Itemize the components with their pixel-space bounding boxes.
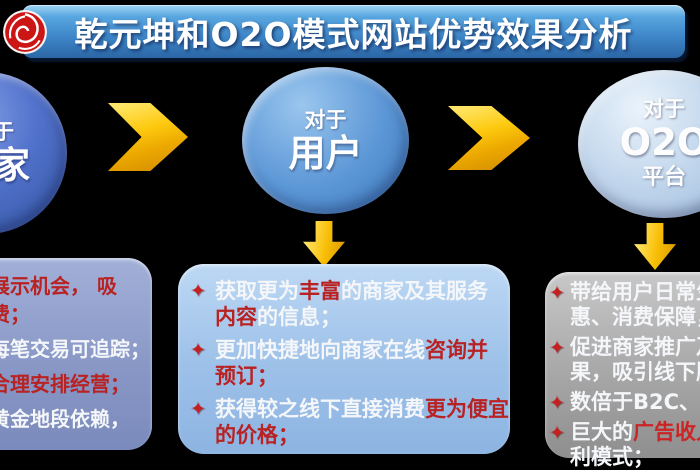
text-segment: 展示机会， 吸 (0, 274, 117, 298)
text-segment: 费； (0, 302, 30, 326)
bullet-text: 获取更为丰富的商家及其服务内容的信息； (215, 278, 488, 330)
box-line: 带给用户日常生 (570, 280, 700, 305)
circle-platform-label-main: O2O (619, 121, 700, 164)
box-line: 每笔交易可追踪； (0, 335, 150, 363)
box-line: 果，吸引线下服 (570, 360, 700, 385)
text-segment: 巨大的 (570, 420, 633, 444)
chevron-right-icon (108, 103, 188, 171)
box-line: 的价格； (215, 422, 509, 448)
bullet-text: 带给用户日常生惠、消费保障， (570, 280, 700, 330)
merchant-box-lines: 展示机会， 吸费； 每笔交易可追踪； 合理安排经营； 黄金地段依赖， (0, 272, 150, 433)
company-logo-icon (2, 9, 48, 55)
arrow-down-icon (303, 221, 345, 267)
box-line: 预订； (215, 363, 488, 389)
box-line: 惠、消费保障， (570, 305, 700, 330)
text-segment: 利模式； (570, 445, 654, 469)
text-segment: 更为便宜 (425, 397, 509, 421)
circle-merchant-label-main: 商家 (0, 144, 30, 187)
text-segment: 的商家及其服务 (341, 279, 488, 303)
box-line: 促进商家推广及 (570, 335, 700, 360)
star-bullet-icon: ✦ (549, 282, 565, 304)
bullet-item: ✦巨大的广告收入利模式； (549, 420, 700, 470)
circle-merchant-label-top: 对于 (0, 120, 14, 144)
text-segment: 每笔交易可追踪； (0, 337, 150, 361)
box-line: 巨大的广告收入 (570, 420, 700, 445)
text-segment: 促进商家推广及 (570, 335, 700, 359)
circle-user-label-main: 用户 (288, 131, 363, 175)
bullet-text: 更加快捷地向商家在线咨询并预订； (215, 337, 488, 389)
box-line: 数倍于B2C、C2C (570, 390, 700, 415)
text-segment: 广告收入 (633, 420, 700, 444)
star-bullet-icon: ✦ (190, 280, 206, 302)
text-segment: 的信息； (257, 305, 341, 329)
bullet-item: ✦带给用户日常生惠、消费保障， (549, 280, 700, 330)
bullet-text: 巨大的广告收入利模式； (570, 420, 700, 470)
user-benefits-box: ✦获取更为丰富的商家及其服务内容的信息；✦更加快捷地向商家在线咨询并预订；✦获得… (178, 264, 510, 454)
star-bullet-icon: ✦ (549, 392, 565, 414)
text-segment: 数倍于B2C、C2C (570, 390, 700, 414)
bullet-item: ✦数倍于B2C、C2C (549, 390, 700, 415)
star-bullet-icon: ✦ (549, 422, 565, 444)
box-line: 内容的信息； (215, 304, 488, 330)
bullet-item: ✦更加快捷地向商家在线咨询并预订； (190, 337, 502, 389)
bullet-text: 数倍于B2C、C2C (570, 390, 700, 415)
text-segment: 内容 (215, 305, 257, 329)
text-segment: 预订； (215, 364, 278, 388)
box-line: 展示机会， 吸 (0, 272, 146, 300)
text-segment: 更加快捷地向商家在线 (215, 338, 425, 362)
text-segment: 获取更为 (215, 279, 299, 303)
text-segment: 黄金地段依赖， (0, 407, 130, 431)
star-bullet-icon: ✦ (190, 398, 206, 420)
platform-benefits-box: ✦带给用户日常生惠、消费保障，✦促进商家推广及果，吸引线下服✦数倍于B2C、C2… (545, 272, 700, 469)
circle-merchant: 对于 商家 (0, 72, 67, 234)
star-bullet-icon: ✦ (549, 337, 565, 359)
page-title: 乾元坤和O2O模式网站优势效果分析 (74, 14, 633, 54)
arrow-down-icon (634, 223, 676, 270)
bullet-item: ✦获得较之线下直接消费更为便宜的价格； (190, 396, 509, 448)
box-line: 利模式； (570, 445, 700, 470)
box-line: 更加快捷地向商家在线咨询并 (215, 337, 488, 363)
bullet-item: ✦促进商家推广及果，吸引线下服 (549, 335, 700, 385)
text-segment: 获得较之线下直接消费 (215, 397, 425, 421)
chevron-right-icon (448, 106, 530, 170)
circle-user: 对于 用户 (242, 67, 409, 214)
title-banner: 乾元坤和O2O模式网站优势效果分析 (22, 5, 685, 58)
box-line: 黄金地段依赖， (0, 405, 146, 433)
text-segment: 惠、消费保障， (570, 305, 700, 329)
bullet-item: ✦获取更为丰富的商家及其服务内容的信息； (190, 278, 502, 330)
box-line: 合理安排经营； (0, 370, 146, 398)
circle-platform-label-top: 对于 (643, 97, 685, 121)
text-segment: 带给用户日常生 (570, 280, 700, 304)
text-segment: 果，吸引线下服 (570, 360, 700, 384)
circle-platform-label-bottom: 平台 (641, 165, 686, 190)
circle-platform: 对于 O2O 平台 (578, 70, 700, 218)
text-segment: 咨询并 (425, 338, 488, 362)
bullet-text: 获得较之线下直接消费更为便宜的价格； (215, 396, 509, 448)
platform-box-items: ✦带给用户日常生惠、消费保障，✦促进商家推广及果，吸引线下服✦数倍于B2C、C2… (549, 280, 700, 470)
merchant-benefits-box: 展示机会， 吸费； 每笔交易可追踪； 合理安排经营； 黄金地段依赖， (0, 258, 152, 450)
text-segment: 合理安排经营； (0, 372, 130, 396)
circle-user-label-top: 对于 (304, 107, 347, 132)
box-line: 获得较之线下直接消费更为便宜 (215, 396, 509, 422)
text-segment: 的价格； (215, 423, 299, 447)
box-line: 费； (0, 300, 146, 328)
user-box-items: ✦获取更为丰富的商家及其服务内容的信息；✦更加快捷地向商家在线咨询并预订；✦获得… (190, 278, 509, 448)
box-line: 获取更为丰富的商家及其服务 (215, 278, 488, 304)
text-segment: 丰富 (299, 279, 341, 303)
star-bullet-icon: ✦ (190, 339, 206, 361)
bullet-text: 促进商家推广及果，吸引线下服 (570, 335, 700, 385)
